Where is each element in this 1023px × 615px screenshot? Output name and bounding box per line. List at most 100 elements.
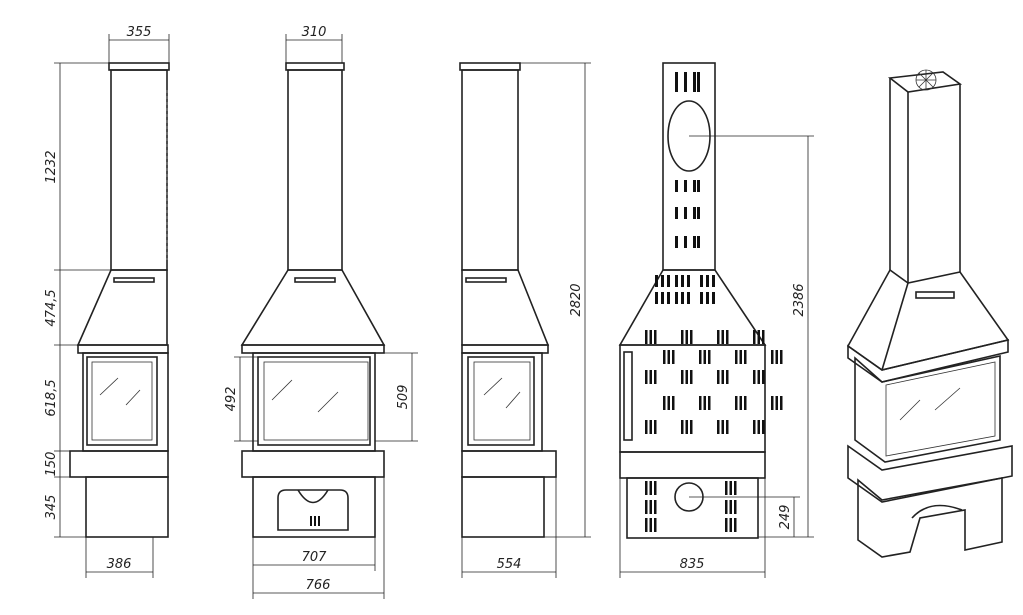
- vent-slot: [780, 396, 783, 410]
- vent-slot: [681, 275, 684, 287]
- dim-width-rear: 835: [680, 557, 705, 572]
- vent-slot: [654, 481, 657, 495]
- vent-slot: [661, 292, 664, 304]
- vent-slot: [649, 330, 652, 344]
- vent-slot: [744, 396, 747, 410]
- vent-slot: [699, 396, 702, 410]
- vent-slot: [744, 350, 747, 364]
- vent-slot: [735, 396, 738, 410]
- dim-width-outer: 766: [306, 578, 331, 593]
- dim-base-height: 345: [44, 495, 59, 520]
- vent-slot: [649, 370, 652, 384]
- vent-slot: [681, 420, 684, 434]
- dim-width-view1: 386: [107, 557, 132, 572]
- vent-slot: [697, 236, 700, 248]
- vent-slot: [655, 275, 658, 287]
- vent-slot: [780, 350, 783, 364]
- vent-slot: [697, 80, 700, 92]
- vent-slot: [721, 420, 724, 434]
- vent-slot: [685, 420, 688, 434]
- vent-slot: [712, 275, 715, 287]
- vent-slot: [739, 350, 742, 364]
- vent-slot: [661, 275, 664, 287]
- vent-slot: [667, 275, 670, 287]
- vent-slot: [757, 420, 760, 434]
- vent-slot: [645, 420, 648, 434]
- vent-slot: [645, 481, 648, 495]
- vent-slot: [700, 275, 703, 287]
- vent-slot: [685, 330, 688, 344]
- vent-slot: [757, 370, 760, 384]
- vent-slot: [721, 330, 724, 344]
- vent-slot: [675, 292, 678, 304]
- rear-vent-slots: [645, 72, 783, 532]
- dim-total-height: 2820: [569, 283, 584, 316]
- side-view-right: [459, 62, 557, 538]
- vent-slot: [729, 500, 732, 514]
- vent-slot: [684, 80, 687, 92]
- vent-slot: [654, 370, 657, 384]
- vent-slot: [753, 370, 756, 384]
- dim-hood-height: 474,5: [44, 289, 59, 326]
- vent-slot: [654, 500, 657, 514]
- vent-slot: [681, 370, 684, 384]
- vent-slot: [725, 518, 728, 532]
- vent-slot: [725, 500, 728, 514]
- dim-flue-height: 2386: [792, 283, 807, 316]
- vent-slot: [667, 350, 670, 364]
- vent-slot: [693, 236, 696, 248]
- vent-slot: [675, 207, 678, 219]
- vent-slot: [706, 292, 709, 304]
- vent-slot: [762, 420, 765, 434]
- vent-slot: [684, 180, 687, 192]
- vent-slot: [645, 518, 648, 532]
- vent-slot: [690, 370, 693, 384]
- vent-slot: [697, 72, 700, 84]
- vent-slot: [649, 518, 652, 532]
- vent-slot: [675, 275, 678, 287]
- dim-firebox-height: 618,5: [44, 379, 59, 416]
- vent-slot: [675, 80, 678, 92]
- vent-slot: [654, 518, 657, 532]
- vent-slot: [697, 180, 700, 192]
- vent-slot: [757, 330, 760, 344]
- vent-slot: [675, 236, 678, 248]
- dim-chimney-height: 1232: [44, 150, 59, 183]
- vent-slot: [726, 420, 729, 434]
- vent-slot: [672, 350, 675, 364]
- vent-slot: [734, 500, 737, 514]
- vent-slot: [693, 80, 696, 92]
- vent-slot: [734, 481, 737, 495]
- vent-slot: [645, 330, 648, 344]
- vent-slot: [654, 330, 657, 344]
- vent-slot: [687, 275, 690, 287]
- dim-glass-height-side: 509: [396, 385, 411, 410]
- vent-slot: [753, 330, 756, 344]
- vent-slot: [654, 420, 657, 434]
- vent-slot: [699, 350, 702, 364]
- vent-slot: [667, 292, 670, 304]
- vent-slot: [706, 275, 709, 287]
- vent-slot: [655, 292, 658, 304]
- vent-slot: [681, 330, 684, 344]
- vent-slot: [703, 396, 706, 410]
- vent-slot: [693, 72, 696, 84]
- vent-slot: [708, 396, 711, 410]
- vent-slot: [645, 370, 648, 384]
- vent-slot: [726, 330, 729, 344]
- vent-slot: [717, 370, 720, 384]
- vent-slot: [684, 236, 687, 248]
- front-view: [240, 62, 386, 538]
- vent-slot: [725, 481, 728, 495]
- vent-slot: [729, 518, 732, 532]
- vent-slot: [717, 420, 720, 434]
- vent-slot: [649, 420, 652, 434]
- vent-slot: [663, 350, 666, 364]
- vent-slot: [697, 207, 700, 219]
- rear-view: [618, 62, 783, 539]
- vent-slot: [734, 518, 737, 532]
- vent-slot: [708, 350, 711, 364]
- vent-slot: [735, 350, 738, 364]
- vent-slot: [681, 292, 684, 304]
